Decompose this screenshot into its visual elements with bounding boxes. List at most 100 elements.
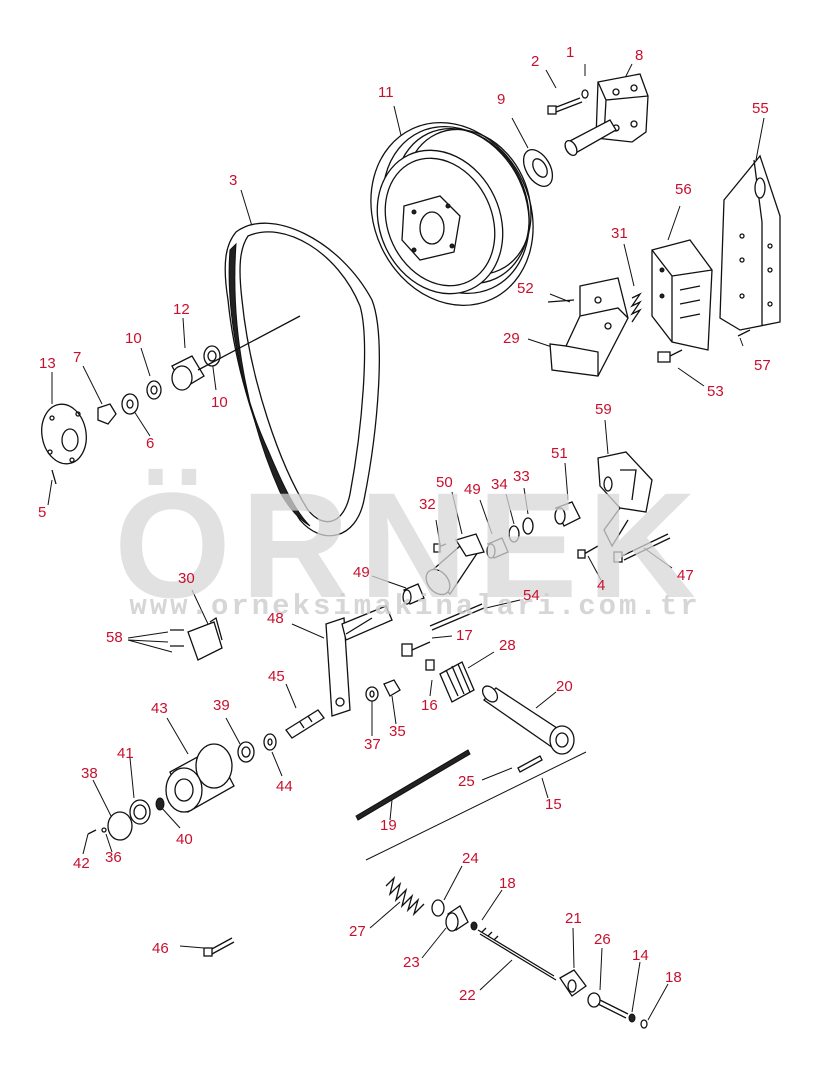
spring-27-part (385, 875, 425, 917)
callout-22: 22 (459, 987, 476, 1004)
callout-11: 11 (378, 84, 394, 101)
bolt-17-nut-16 (401, 641, 435, 671)
callout-41: 41 (117, 745, 134, 762)
callout-53: 53 (707, 383, 724, 400)
callout-31: 31 (611, 225, 628, 242)
callout-2: 2 (531, 53, 540, 70)
callout-9: 9 (497, 91, 506, 108)
callout-7: 7 (73, 349, 82, 366)
rod-19-pin-25 (355, 749, 543, 821)
callout-17: 17 (456, 627, 473, 644)
callout-33: 33 (513, 468, 530, 485)
callout-50: 50 (436, 474, 453, 491)
callout-23: 23 (403, 954, 420, 971)
screw-32 (433, 543, 447, 553)
bolt-washer-parts (547, 89, 589, 115)
callout-34: 34 (491, 476, 508, 493)
parts-24-23-18 (431, 899, 478, 932)
callout-3: 3 (229, 172, 238, 189)
callout-36: 36 (105, 849, 122, 866)
watermark-brand: ÖRNEK (114, 461, 706, 629)
callout-6: 6 (146, 435, 155, 452)
rings-34-33 (508, 517, 534, 543)
callout-45: 45 (268, 668, 285, 685)
callout-51: 51 (551, 445, 568, 462)
callout-18-upper: 18 (499, 875, 516, 892)
callout-28: 28 (499, 637, 516, 654)
callout-39: 39 (213, 697, 230, 714)
callout-49-lower: 49 (353, 564, 370, 581)
watermark-url: www.orneksimakinalari.com.tr (129, 590, 701, 623)
callout-57: 57 (754, 357, 771, 374)
cone-50-part (425, 533, 485, 596)
callout-42: 42 (73, 855, 90, 872)
bracket-30-part (170, 616, 223, 661)
callout-16: 16 (421, 697, 438, 714)
callout-12: 12 (173, 301, 190, 318)
callout-46: 46 (152, 940, 169, 957)
bearing-part (522, 149, 554, 187)
callout-44: 44 (276, 778, 293, 795)
callout-5: 5 (38, 504, 47, 521)
callout-26: 26 (594, 931, 611, 948)
callout-48: 48 (267, 610, 284, 627)
callout-49-upper: 49 (464, 481, 481, 498)
callout-4: 4 (597, 577, 606, 594)
callout-14: 14 (632, 947, 649, 964)
callout-29: 29 (503, 330, 520, 347)
roller-43-part (165, 743, 235, 813)
callout-52: 52 (517, 280, 534, 297)
callout-32: 32 (419, 496, 436, 513)
callout-58: 58 (106, 629, 123, 646)
callout-1: 1 (566, 44, 575, 61)
callout-18-lower: 18 (665, 969, 682, 986)
bolts-53-57 (657, 329, 751, 363)
bolt-54 (429, 603, 485, 631)
callout-24: 24 (462, 850, 479, 867)
sleeve-washers (146, 315, 301, 400)
leader-lines (47, 63, 765, 1021)
arm-48-part (325, 605, 393, 717)
callout-40: 40 (176, 831, 193, 848)
block-21-part (559, 969, 587, 997)
parts-26-14-18 (587, 992, 648, 1029)
callout-19: 19 (380, 817, 397, 834)
callout-38: 38 (81, 765, 98, 782)
callout-15: 15 (545, 796, 562, 813)
roller-hardware (87, 797, 165, 841)
tube-20-part (481, 685, 575, 755)
mounting-plate-part (719, 154, 781, 331)
bracket-29-part (547, 277, 629, 377)
callout-43: 43 (151, 700, 168, 717)
sleeve-51-part (554, 501, 581, 527)
callout-20: 20 (556, 678, 573, 695)
callout-59: 59 (595, 401, 612, 418)
bellows-28-part (439, 661, 475, 703)
callout-21: 21 (565, 910, 582, 927)
callout-8: 8 (635, 47, 644, 64)
callout-10-bottom: 10 (211, 394, 228, 411)
spring-31-part (630, 292, 642, 323)
callout-37: 37 (364, 736, 381, 753)
nut-35-washer-37 (365, 679, 401, 702)
shaft-45-part (285, 709, 325, 739)
bolts-47-4 (577, 533, 671, 563)
callout-47: 47 (677, 567, 694, 584)
bearing-39-washer-44 (237, 733, 277, 763)
flange-bracket-part (564, 73, 649, 157)
callout-56: 56 (675, 181, 692, 198)
callout-13: 13 (39, 355, 56, 372)
rod-22-part (477, 927, 557, 981)
callout-10-top: 10 (125, 330, 142, 347)
callout-35: 35 (389, 723, 406, 740)
belt-part (224, 222, 380, 537)
callout-30: 30 (178, 570, 195, 587)
assembly-guide-line (365, 751, 587, 861)
pulley-part (370, 122, 534, 306)
callout-54: 54 (523, 587, 540, 604)
bolt-46-part (203, 937, 235, 957)
callout-25: 25 (458, 773, 475, 790)
callout-55: 55 (752, 100, 769, 117)
